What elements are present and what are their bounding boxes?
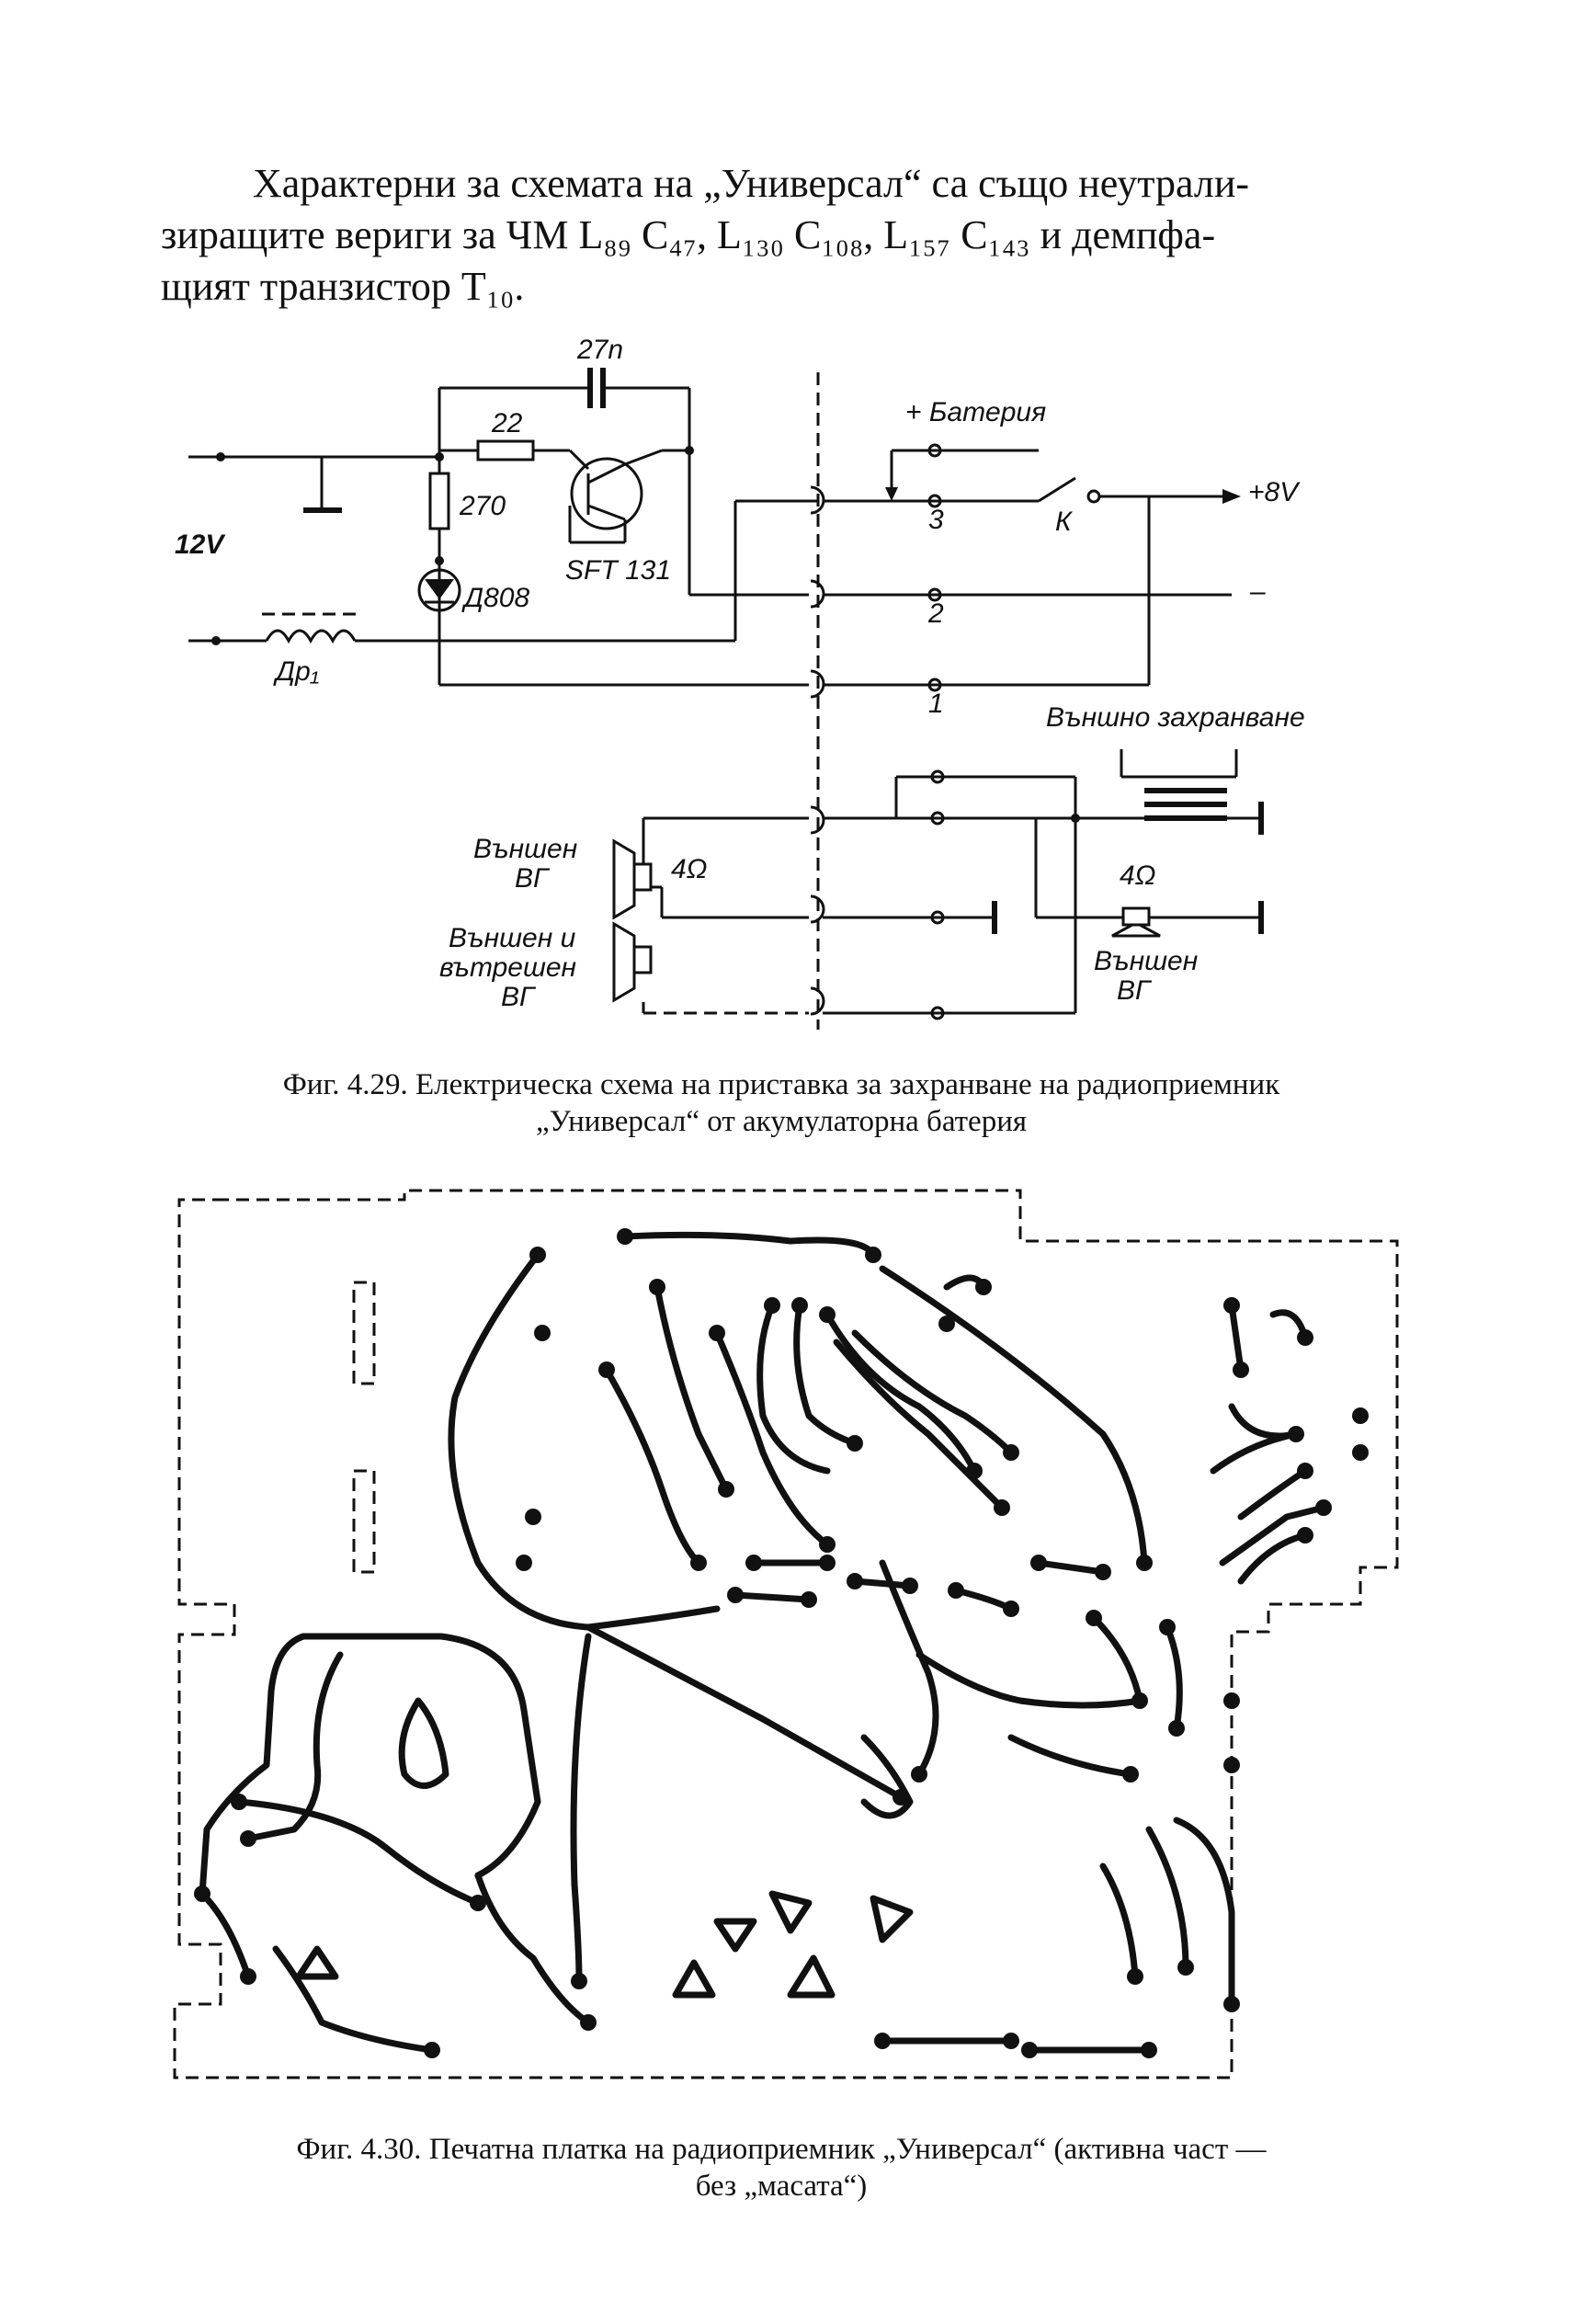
label-cap-27n: 27n: [576, 335, 623, 365]
caption-4-29-line-1: Фиг. 4.29. Електрическа схема на пристав…: [282, 1068, 1280, 1101]
label-ext-int-speaker-2: вътрешен: [439, 952, 576, 983]
caption-4-30-line-2: без „масата“): [695, 2170, 868, 2203]
caption-4-29-line-2: „Универсал“ от акумулаторна батерия: [535, 1105, 1028, 1138]
label-ext-power: Външно захранване: [1046, 702, 1305, 733]
label-battery-plus: + Батерия: [905, 397, 1046, 427]
label-ohm-left: 4Ω: [671, 854, 708, 884]
label-ext-int-speaker-3: ВГ: [501, 982, 537, 1012]
label-out-8v: +8V: [1248, 477, 1301, 507]
pcb-fig-4-30: [173, 1189, 1399, 2079]
pcb-pads: [194, 1228, 1369, 2058]
label-choke: Др₁: [273, 656, 319, 687]
label-res-22: 22: [491, 408, 523, 439]
label-12v: 12V: [175, 530, 226, 560]
label-pin-3: 3: [928, 505, 944, 535]
label-pin-1: 1: [928, 689, 944, 719]
label-transistor: SFT 131: [565, 555, 671, 586]
label-right-speaker-2: ВГ: [1117, 975, 1153, 1006]
label-ext-int-speaker-1: Външен и: [449, 923, 576, 953]
schematic-fig-4-29: 27n 22 270 12V Д808 SFT 131 Др₁ + Батери…: [175, 335, 1305, 1030]
label-out-minus: –: [1249, 576, 1266, 607]
figure-4-29-caption: Фиг. 4.29. Електрическа схема на пристав…: [138, 1066, 1425, 1140]
label-switch-k: К: [1055, 507, 1074, 537]
paragraph-line-2: зиращите вериги за ЧМ L₈₉ C₄₇, L₁₃₀ C₁₀₈…: [161, 212, 1216, 257]
label-pin-2: 2: [927, 598, 944, 629]
label-ext-speaker-2: ВГ: [515, 863, 551, 894]
label-res-270: 270: [459, 491, 506, 521]
paragraph-line-1: Характерни за схемата на „Универсал“ са …: [253, 161, 1250, 206]
label-right-speaker-1: Външен: [1094, 946, 1198, 976]
figure-4-30-caption: Фиг. 4.30. Печатна платка на радиоприемн…: [138, 2131, 1425, 2204]
paragraph-line-3: щият транзистор T₁₀.: [161, 264, 525, 309]
label-ohm-right: 4Ω: [1120, 860, 1156, 891]
label-diode: Д808: [461, 583, 529, 613]
caption-4-30-line-1: Фиг. 4.30. Печатна платка на радиоприемн…: [296, 2133, 1267, 2166]
body-paragraph: Характерни за схемата на „Универсал“ са …: [161, 158, 1397, 313]
label-ext-speaker-1: Външен: [473, 834, 577, 864]
